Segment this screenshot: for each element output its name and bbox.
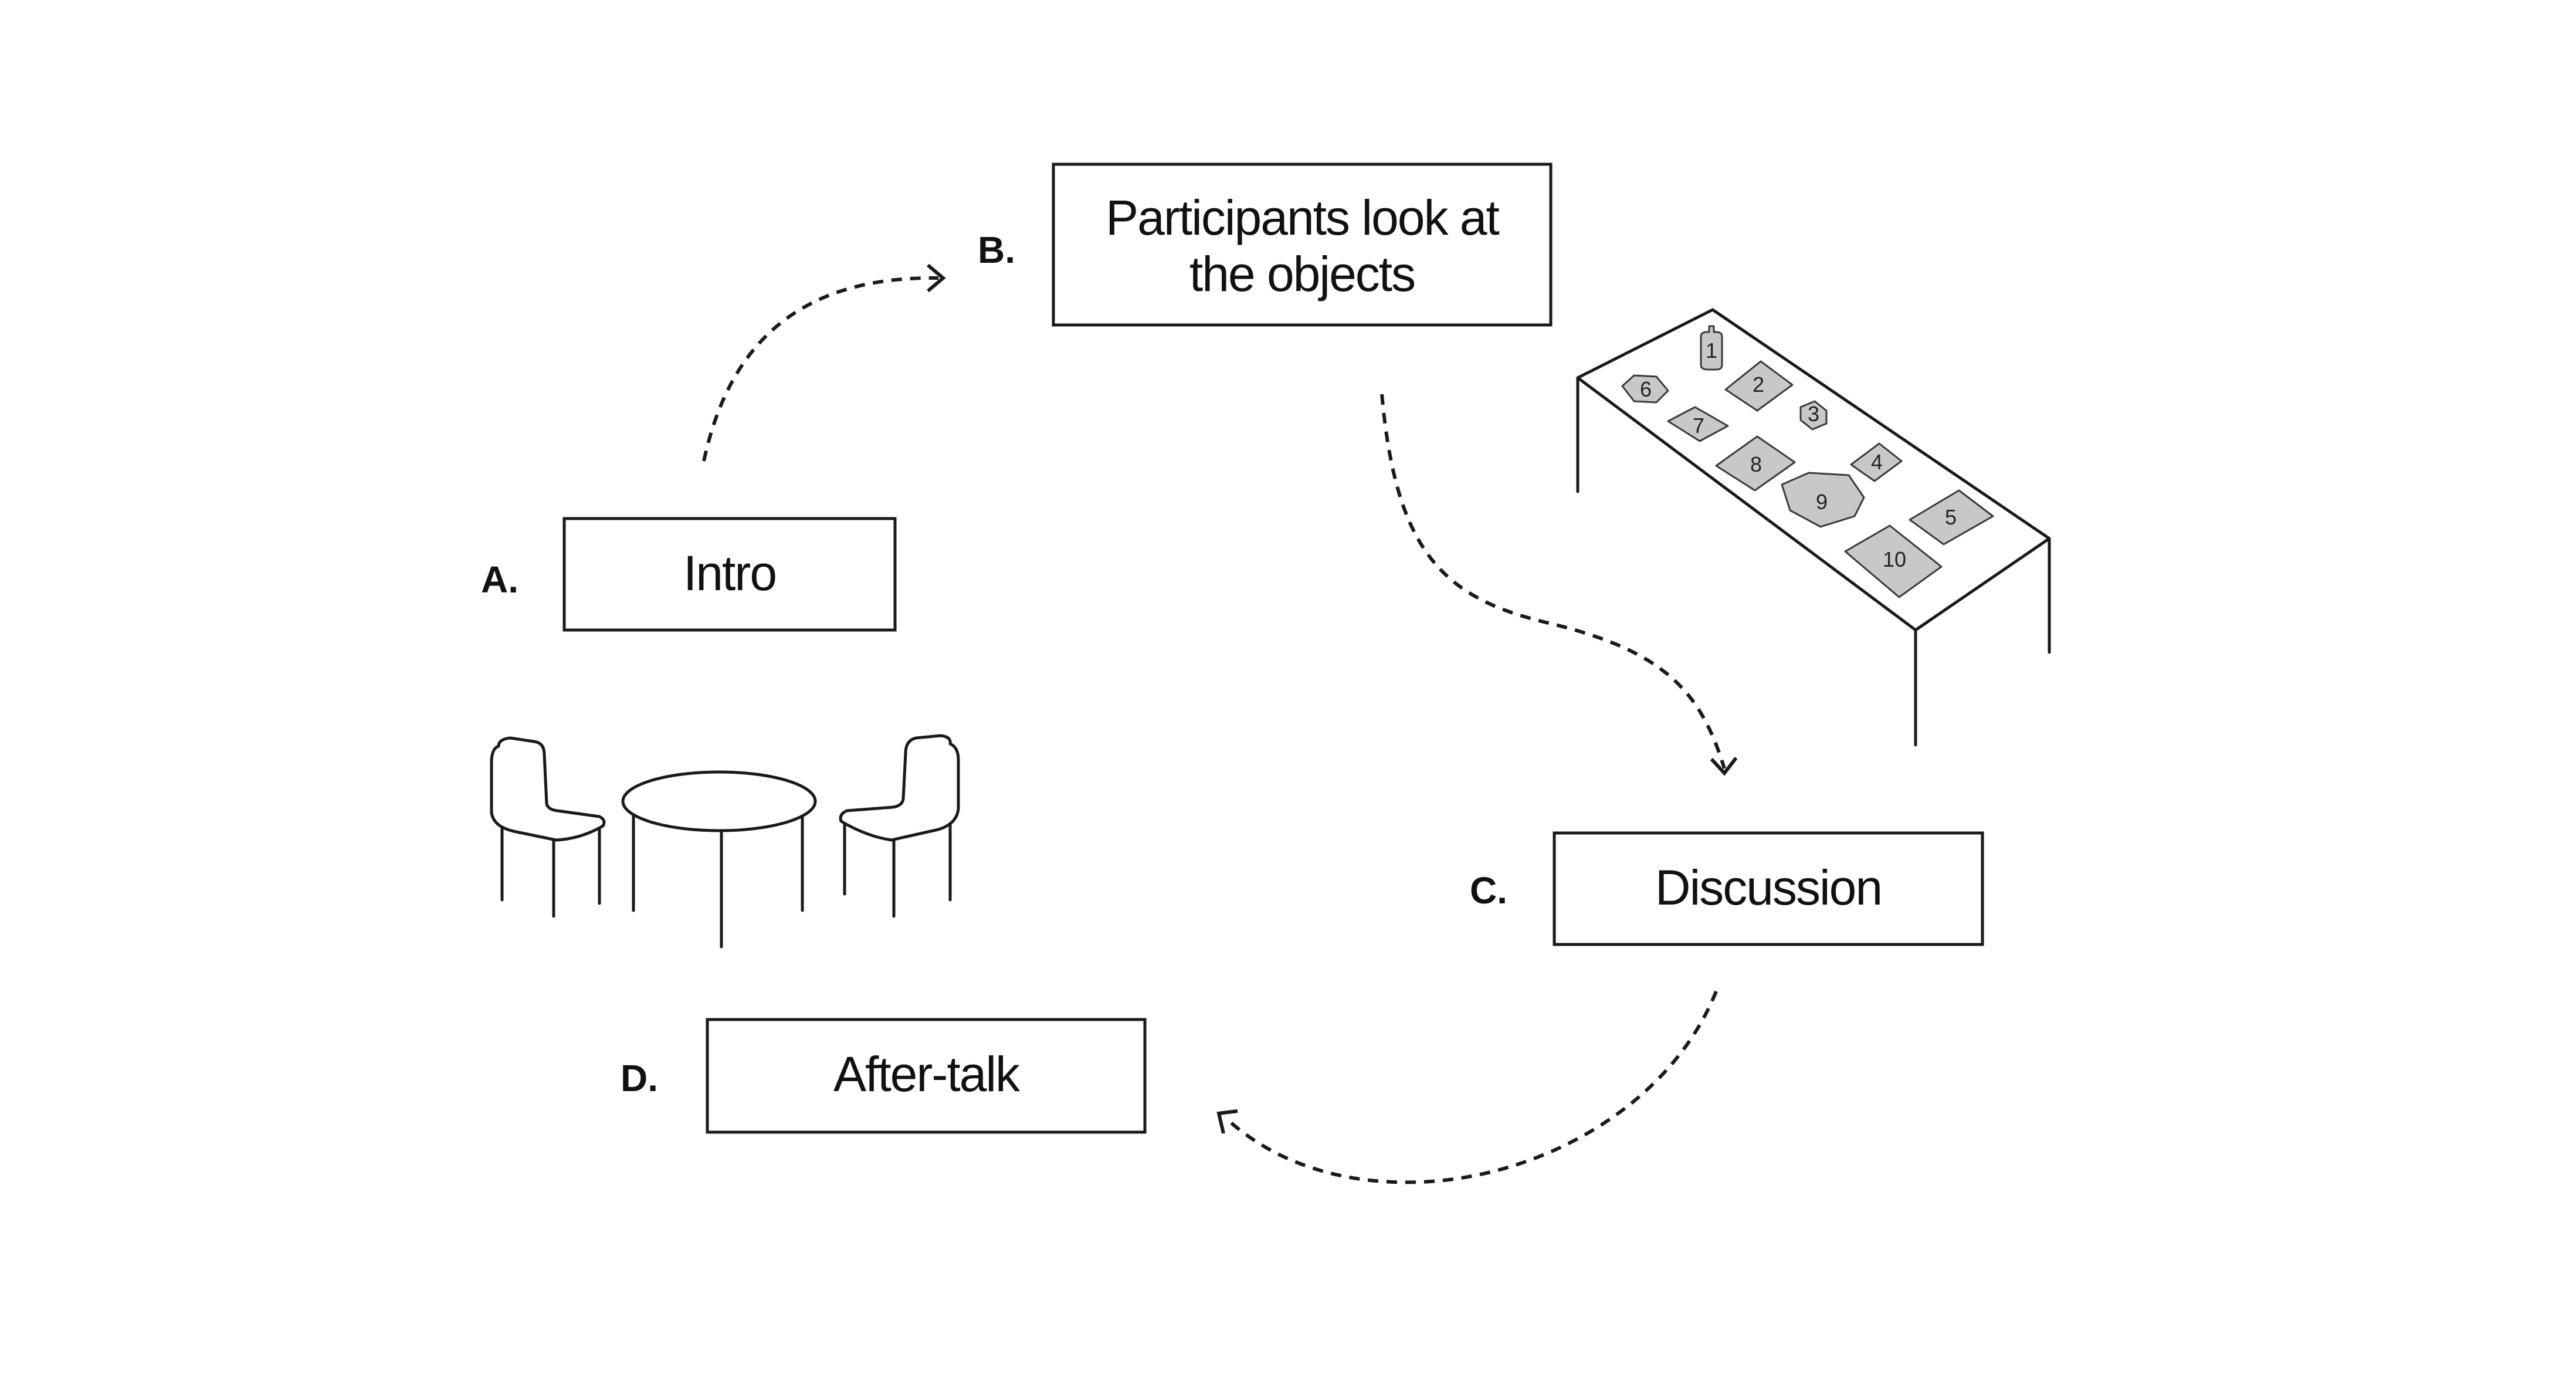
object-6: 6 (1621, 374, 1669, 404)
round-table-with-chairs-illustration (490, 734, 960, 949)
object-2: 2 (1724, 360, 1794, 412)
arrow-a-to-b (702, 263, 946, 462)
table-top (1576, 308, 2051, 632)
round-table-icon (621, 770, 817, 949)
step-c-box (1553, 831, 1984, 946)
step-b-letter: B. (978, 229, 1015, 271)
object-8: 8 (1715, 435, 1796, 492)
arrow-b-to-c (1380, 394, 1738, 776)
step-b-title-line2: the objects (1189, 246, 1415, 302)
step-a-letter: A. (481, 558, 518, 601)
step-d-letter: D. (621, 1057, 658, 1099)
object-table-illustration: 1 2 3 4 5 6 7 8 (1576, 308, 2051, 747)
step-d-box (706, 1018, 1147, 1134)
step-d-title: After-talk (833, 1047, 1021, 1102)
step-c-letter: C. (1470, 869, 1507, 912)
svg-text:4: 4 (1871, 450, 1883, 474)
svg-text:10: 10 (1883, 547, 1906, 571)
step-a-title: Intro (683, 546, 776, 601)
object-10: 10 (1844, 524, 1943, 598)
object-5: 5 (1909, 489, 1994, 546)
object-3: 3 (1799, 400, 1828, 431)
right-chair-icon (839, 734, 960, 918)
step-c-title: Discussion (1655, 860, 1882, 915)
svg-text:5: 5 (1945, 505, 1957, 529)
step-c: C. Discussion (1470, 831, 1984, 946)
svg-text:9: 9 (1816, 490, 1828, 514)
arrow-c-to-d (1216, 990, 1718, 1184)
object-4: 4 (1850, 442, 1903, 482)
object-1: 1 (1700, 325, 1723, 371)
object-7: 7 (1667, 406, 1729, 442)
step-b-box (1052, 162, 1553, 327)
step-a-box (562, 517, 897, 632)
left-chair-icon (490, 736, 606, 918)
object-9: 9 (1781, 472, 1865, 528)
svg-text:8: 8 (1750, 452, 1762, 476)
svg-text:7: 7 (1693, 414, 1704, 438)
svg-text:3: 3 (1808, 402, 1819, 426)
svg-text:6: 6 (1640, 377, 1652, 401)
svg-text:2: 2 (1753, 373, 1764, 397)
svg-text:1: 1 (1706, 338, 1717, 363)
step-b-title-line1: Participants look at (1106, 190, 1499, 245)
step-b: B. Participants look at the objects (978, 162, 1553, 327)
step-d: D. After-talk (621, 1018, 1147, 1134)
step-a: A. Intro (481, 517, 897, 632)
